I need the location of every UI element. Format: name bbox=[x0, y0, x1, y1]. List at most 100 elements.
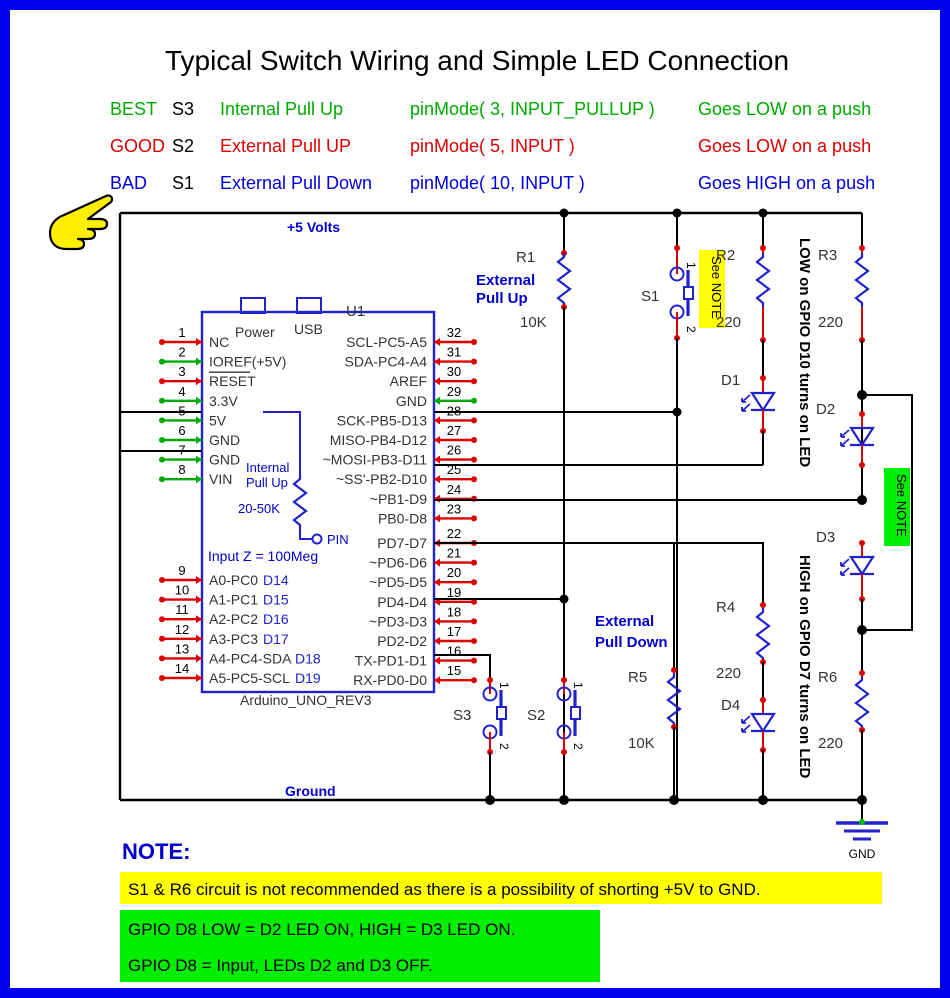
pin-number: 5 bbox=[178, 403, 185, 418]
legend-row-bad: BAD S1 External Pull Down pinMode( 10, I… bbox=[110, 173, 875, 193]
pin-number: 18 bbox=[447, 604, 461, 619]
r4-value-label: 220 bbox=[716, 665, 741, 682]
pin-number: 28 bbox=[447, 403, 461, 418]
pin-number: 22 bbox=[447, 526, 461, 541]
pin-number: 2 bbox=[178, 345, 185, 360]
pin-number: 1 bbox=[178, 325, 185, 340]
pin-label: TX-PD1-D1 bbox=[355, 653, 428, 669]
s1-ref-label: S1 bbox=[641, 288, 659, 305]
annotation-d10-vertical: LOW on GPIO D10 turns on LED bbox=[796, 238, 813, 467]
pin-label: ~PB1-D9 bbox=[370, 491, 427, 507]
rail-ground-label: Ground bbox=[285, 783, 336, 799]
pin-number: 30 bbox=[447, 364, 461, 379]
legend-behavior: Goes HIGH on a push bbox=[698, 173, 875, 193]
pin-label: GND bbox=[396, 393, 427, 409]
r2-ref-label: R2 bbox=[716, 247, 735, 264]
d4-ref-label: D4 bbox=[721, 697, 740, 714]
external-pullup-label-l2: Pull Up bbox=[476, 290, 528, 307]
pin-label: SCK-PB5-D13 bbox=[337, 412, 427, 428]
s2-pin2-label: 2 bbox=[571, 743, 585, 750]
legend-method: Internal Pull Up bbox=[220, 99, 343, 119]
usb-connector bbox=[296, 297, 322, 314]
pin-label: AREF bbox=[390, 373, 427, 389]
component-d3: D3 bbox=[816, 529, 876, 655]
r3-ref-label: R3 bbox=[818, 247, 837, 264]
pin-alt-label: D18 bbox=[295, 650, 321, 666]
pin-label: SCL-PC5-A5 bbox=[346, 334, 427, 350]
power-connector bbox=[240, 297, 266, 314]
component-r5: R5 10K bbox=[628, 543, 682, 805]
internal-pullup-value: 20-50K bbox=[238, 501, 280, 516]
s3-pin1-label: 1 bbox=[497, 682, 511, 689]
pin-label: 3.3V bbox=[209, 393, 238, 409]
see-note-green-label: See NOTE bbox=[894, 474, 909, 537]
pin-number: 27 bbox=[447, 423, 461, 438]
s2-pin1-label: 1 bbox=[571, 682, 585, 689]
pin-label: ~PD3-D3 bbox=[369, 613, 427, 629]
pin-number: 10 bbox=[175, 583, 189, 598]
pin-label: A1-PC1 bbox=[209, 592, 258, 608]
pin-number: 3 bbox=[178, 364, 185, 379]
s1-pin2-label: 2 bbox=[684, 326, 698, 333]
r2-value-label: 220 bbox=[716, 314, 741, 331]
pin-label: A3-PC3 bbox=[209, 631, 258, 647]
node-d8-junction bbox=[857, 495, 867, 505]
legend-row-good: GOOD S2 External Pull UP pinMode( 5, INP… bbox=[110, 136, 871, 156]
pin-number: 17 bbox=[447, 624, 461, 639]
legend-rating: BEST bbox=[110, 99, 157, 119]
legend-rating: BAD bbox=[110, 173, 147, 193]
component-r4-d4: R4 220 D4 bbox=[716, 599, 777, 805]
pin-label: VIN bbox=[209, 471, 232, 487]
pin-label: A0-PC0 bbox=[209, 572, 258, 588]
r4-ref-label: R4 bbox=[716, 599, 735, 616]
component-r6: R6 220 bbox=[818, 630, 870, 805]
chip-designator: U1 bbox=[346, 303, 365, 320]
pin-number: 4 bbox=[178, 384, 185, 399]
circuit-diagram-svg: Typical Switch Wiring and Simple LED Con… bbox=[48, 45, 913, 982]
see-note-green-badge: See NOTE bbox=[884, 468, 910, 546]
rail-plus5v-label: +5 Volts bbox=[287, 219, 340, 235]
wire-d7 bbox=[434, 542, 764, 605]
d2-ref-label: D2 bbox=[816, 401, 835, 418]
pin-label: A2-PC2 bbox=[209, 611, 258, 627]
external-pulldown-label-l2: Pull Down bbox=[595, 634, 668, 651]
pin-label: PB0-D8 bbox=[378, 510, 427, 526]
pin-number: 8 bbox=[178, 462, 185, 477]
pin-number: 14 bbox=[175, 661, 189, 676]
input-impedance-label: Input Z = 100Meg bbox=[208, 548, 318, 564]
pin-number: 12 bbox=[175, 622, 189, 637]
legend-behavior: Goes LOW on a push bbox=[698, 136, 871, 156]
component-s1: S1 1 2 bbox=[641, 208, 698, 800]
pin-label: GND bbox=[209, 452, 240, 468]
component-d2: D2 bbox=[816, 401, 876, 468]
pin-number: 19 bbox=[447, 585, 461, 600]
component-s3: S3 1 2 bbox=[453, 677, 511, 805]
pin-alt-label: D16 bbox=[263, 611, 289, 627]
pin-number: 31 bbox=[447, 345, 461, 360]
pin-number: 26 bbox=[447, 443, 461, 458]
pin-label: NC bbox=[209, 334, 229, 350]
node-r3-bottom bbox=[857, 390, 867, 400]
r5-ref-label: R5 bbox=[628, 669, 647, 686]
pin-label: ~PD5-D5 bbox=[369, 574, 427, 590]
legend-code: pinMode( 3, INPUT_PULLUP ) bbox=[410, 99, 655, 120]
pin-alt-label: D17 bbox=[263, 631, 289, 647]
pin-number: 9 bbox=[178, 563, 185, 578]
pin-label: RX-PD0-D0 bbox=[353, 672, 427, 688]
pin-label: ~SS'-PB2-D10 bbox=[336, 471, 427, 487]
component-r2-d1: R2 220 D1 bbox=[716, 208, 777, 465]
pin-label: ~PD6-D6 bbox=[369, 555, 427, 571]
legend-code: pinMode( 10, INPUT ) bbox=[410, 173, 585, 193]
pin-alt-label: D14 bbox=[263, 572, 289, 588]
r6-ref-label: R6 bbox=[818, 669, 837, 686]
pin-label: GND bbox=[209, 432, 240, 448]
power-header-label: Power bbox=[235, 324, 275, 340]
d3-ref-label: D3 bbox=[816, 529, 835, 546]
wire-d2-gpio bbox=[434, 654, 491, 680]
pin-label: A5-PC5-SCL bbox=[209, 670, 290, 686]
pin-label: ~MOSI-PB3-D11 bbox=[323, 452, 428, 468]
pin-number: 15 bbox=[447, 663, 461, 678]
note-green-box bbox=[120, 910, 600, 982]
annotation-d7-vertical: HIGH on GPIO D7 turns on LED bbox=[796, 555, 813, 779]
pin-number: 16 bbox=[447, 644, 461, 659]
